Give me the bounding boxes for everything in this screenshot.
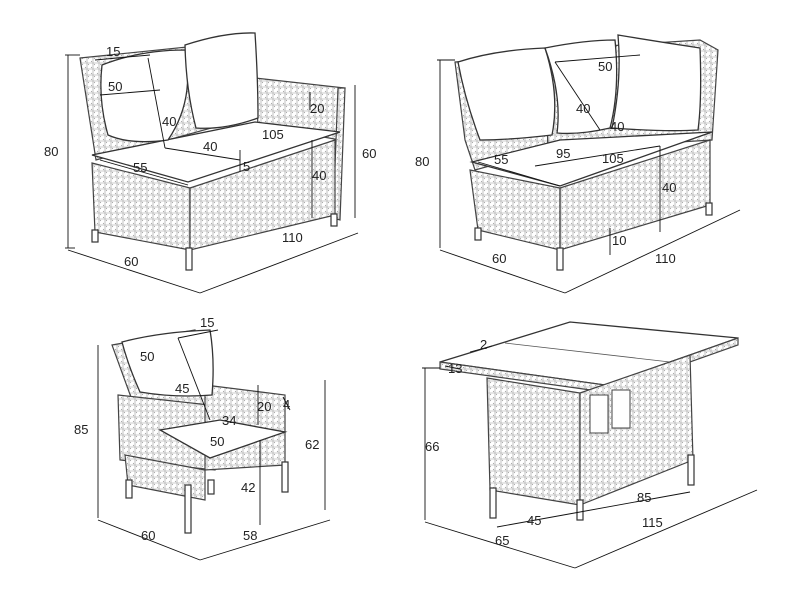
dim-line <box>424 521 576 569</box>
dim-line <box>477 161 561 187</box>
dim-label: 85 <box>74 422 88 437</box>
loveseat-right-leg <box>705 202 713 216</box>
table-top-split-line <box>504 342 671 363</box>
dim-label: 40 <box>576 101 590 116</box>
dim-line <box>534 145 661 167</box>
dim-label: 85 <box>637 490 651 505</box>
table-leg <box>576 499 584 521</box>
loveseat-left-leg-back-right <box>330 213 338 227</box>
loveseat-left-back-cushion-1 <box>100 49 189 143</box>
dim-label: 45 <box>527 513 541 528</box>
dim-label: 80 <box>415 154 429 169</box>
loveseat-right-back-cushion-3 <box>611 34 702 132</box>
dim-line <box>554 61 601 131</box>
dim-label: 66 <box>425 439 439 454</box>
loveseat-left-leg-front-left <box>91 229 99 243</box>
loveseat-right-back-cushion-2 <box>544 39 618 135</box>
dim-label: 50 <box>140 349 154 364</box>
dim-label: 60 <box>141 528 155 543</box>
table-drawer-opening <box>611 389 631 429</box>
dim-label: 10 <box>612 233 626 248</box>
table-drawer-opening <box>589 394 609 434</box>
dim-label: 40 <box>203 139 217 154</box>
dim-line <box>97 519 201 561</box>
dim-line <box>177 337 211 421</box>
dim-line <box>444 365 461 370</box>
armchair-seat-cushion <box>158 419 288 459</box>
dim-label: 58 <box>243 528 257 543</box>
dim-label: 15 <box>106 44 120 59</box>
dim-line <box>67 249 201 294</box>
dim-label: 80 <box>44 144 58 159</box>
dim-line <box>282 396 291 411</box>
dim-label: 2 <box>480 337 487 352</box>
loveseat-left-back-cushion-2 <box>184 32 259 129</box>
dim-line <box>439 249 566 294</box>
table-front-panel <box>486 377 581 506</box>
loveseat-right-seat-cushion <box>469 131 713 187</box>
dim-label: 65 <box>495 533 509 548</box>
dim-label: 4 <box>283 397 290 412</box>
table-drawing: 2 13 66 85 45 115 65 <box>422 321 758 569</box>
dim-label: 60 <box>362 146 376 161</box>
dim-label: 40 <box>312 168 326 183</box>
dim-label: 55 <box>494 152 508 167</box>
loveseat-right-drawing: 50 40 40 55 95 105 40 80 10 60 110 <box>415 34 741 294</box>
dim-label: 110 <box>655 251 676 266</box>
dim-label: 45 <box>175 381 189 396</box>
dim-label: 50 <box>108 79 122 94</box>
dim-label: 13 <box>448 361 462 376</box>
dim-label: 20 <box>310 101 324 116</box>
dim-label: 15 <box>200 315 214 330</box>
dim-label: 42 <box>241 480 255 495</box>
dim-line <box>164 147 241 161</box>
dim-label: 50 <box>210 434 224 449</box>
dim-line <box>94 54 151 61</box>
dim-label: 20 <box>257 399 271 414</box>
loveseat-left-seat-cushion <box>91 121 341 183</box>
armchair-leg <box>125 479 133 499</box>
dim-label: 40 <box>162 114 176 129</box>
dim-label: 105 <box>602 151 624 166</box>
dim-line <box>147 57 166 149</box>
dim-line <box>554 54 641 63</box>
table-leg <box>489 487 497 519</box>
dim-label: 115 <box>642 515 663 530</box>
dim-label: 60 <box>492 251 506 266</box>
dim-label: 62 <box>305 437 319 452</box>
dim-line <box>496 511 581 528</box>
loveseat-left-leg-front-right <box>185 247 193 271</box>
loveseat-right-back-cushion-1 <box>457 47 556 141</box>
dim-label: 34 <box>222 413 236 428</box>
dim-line <box>469 345 493 353</box>
dim-line <box>99 159 189 186</box>
dim-line <box>99 89 161 96</box>
armchair-back-cushion <box>121 329 214 397</box>
loveseat-left-drawing: 15 50 40 40 105 20 55 5 40 80 60 60 110 <box>44 32 376 294</box>
dim-label: 110 <box>282 230 303 245</box>
dim-line <box>574 489 758 569</box>
dim-label: 40 <box>662 180 676 195</box>
dim-line <box>199 519 331 561</box>
dim-line <box>564 209 741 294</box>
loveseat-right-leg <box>556 247 564 271</box>
dim-label: 50 <box>598 59 612 74</box>
armchair-drawing: 15 50 45 34 20 4 50 85 62 42 60 58 <box>74 315 331 561</box>
dim-line <box>177 329 219 339</box>
dim-line <box>579 491 691 513</box>
dim-label: 40 <box>610 119 624 134</box>
dim-label: 105 <box>262 127 284 142</box>
dim-label: 5 <box>243 159 250 174</box>
armchair-leg <box>207 479 215 495</box>
armchair-leg <box>184 484 192 534</box>
dim-label: 95 <box>556 146 570 161</box>
dim-line <box>199 232 359 294</box>
dim-label: 60 <box>124 254 138 269</box>
dim-label: 55 <box>133 160 147 175</box>
armchair-leg <box>281 461 289 493</box>
table-leg <box>687 454 695 486</box>
loveseat-right-leg <box>474 227 482 241</box>
